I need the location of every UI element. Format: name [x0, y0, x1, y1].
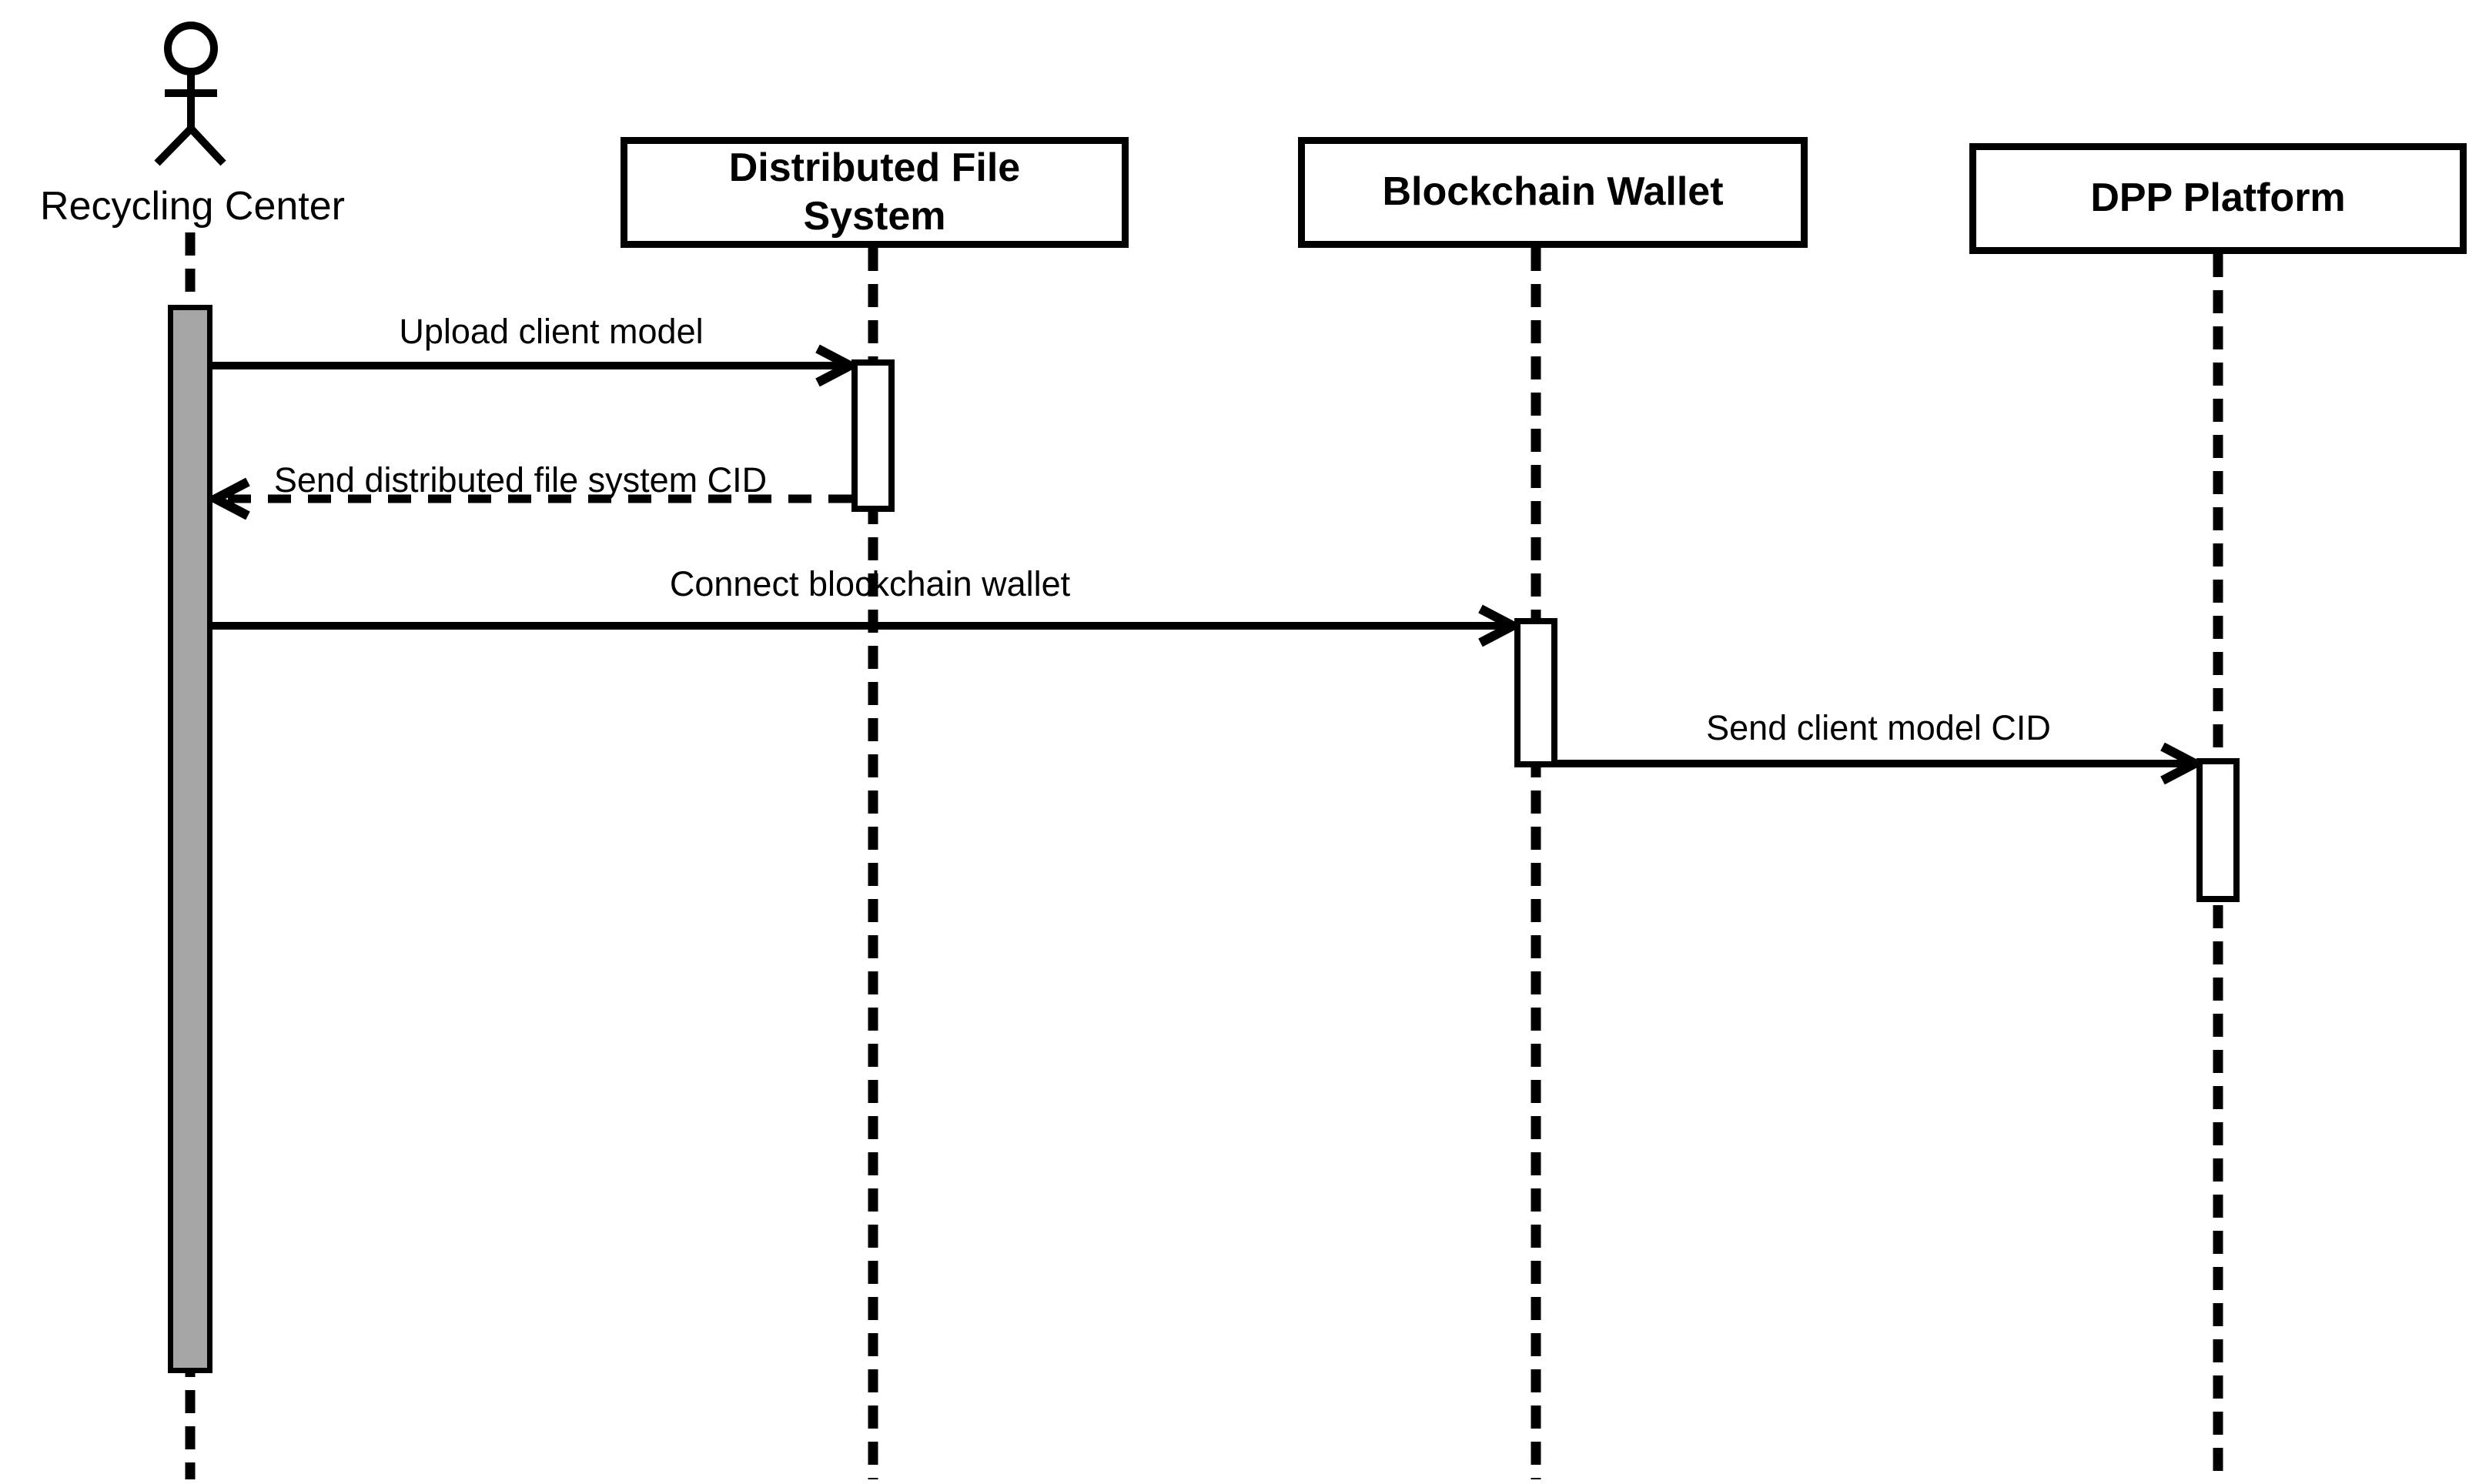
message-label-connect-blockchain-wallet: Connect blockchain wallet — [669, 564, 1071, 603]
arrow-connect-blockchain-wallet — [212, 604, 1523, 647]
participant-label: Blockchain Wallet — [1382, 169, 1724, 215]
participant-label: Distributed File System — [728, 145, 1021, 239]
message-label-upload-client-model: Upload client model — [399, 312, 704, 351]
arrow-send-client-model-cid — [1557, 742, 2205, 785]
participant-label: DPP Platform — [2090, 175, 2346, 221]
actor-stick-figure-icon — [154, 22, 226, 166]
participant-box-blockchain-wallet: Blockchain Wallet — [1298, 137, 1808, 248]
activation-bar-recycling-center — [168, 305, 212, 1373]
arrow-send-distributed-file-system-cid — [206, 477, 851, 520]
arrowhead-right-icon — [815, 344, 860, 387]
activation-bar-distributed-file-system — [851, 359, 895, 512]
activation-bar-blockchain-wallet — [1514, 618, 1557, 767]
arrowhead-left-icon — [206, 477, 250, 520]
arrowhead-right-icon — [1478, 604, 1523, 647]
activation-bar-dpp-platform — [2196, 758, 2240, 902]
actor-label: Recycling Center — [40, 184, 345, 229]
participant-box-dpp-platform: DPP Platform — [1969, 143, 2467, 254]
arrow-upload-client-model — [212, 344, 860, 387]
message-label-send-client-model-cid: Send client model CID — [1706, 708, 2051, 747]
message-label-send-distributed-file-system-cid: Send distributed file system CID — [273, 460, 768, 500]
arrowhead-right-icon — [2160, 742, 2205, 785]
participant-box-distributed-file-system: Distributed File System — [621, 137, 1129, 248]
